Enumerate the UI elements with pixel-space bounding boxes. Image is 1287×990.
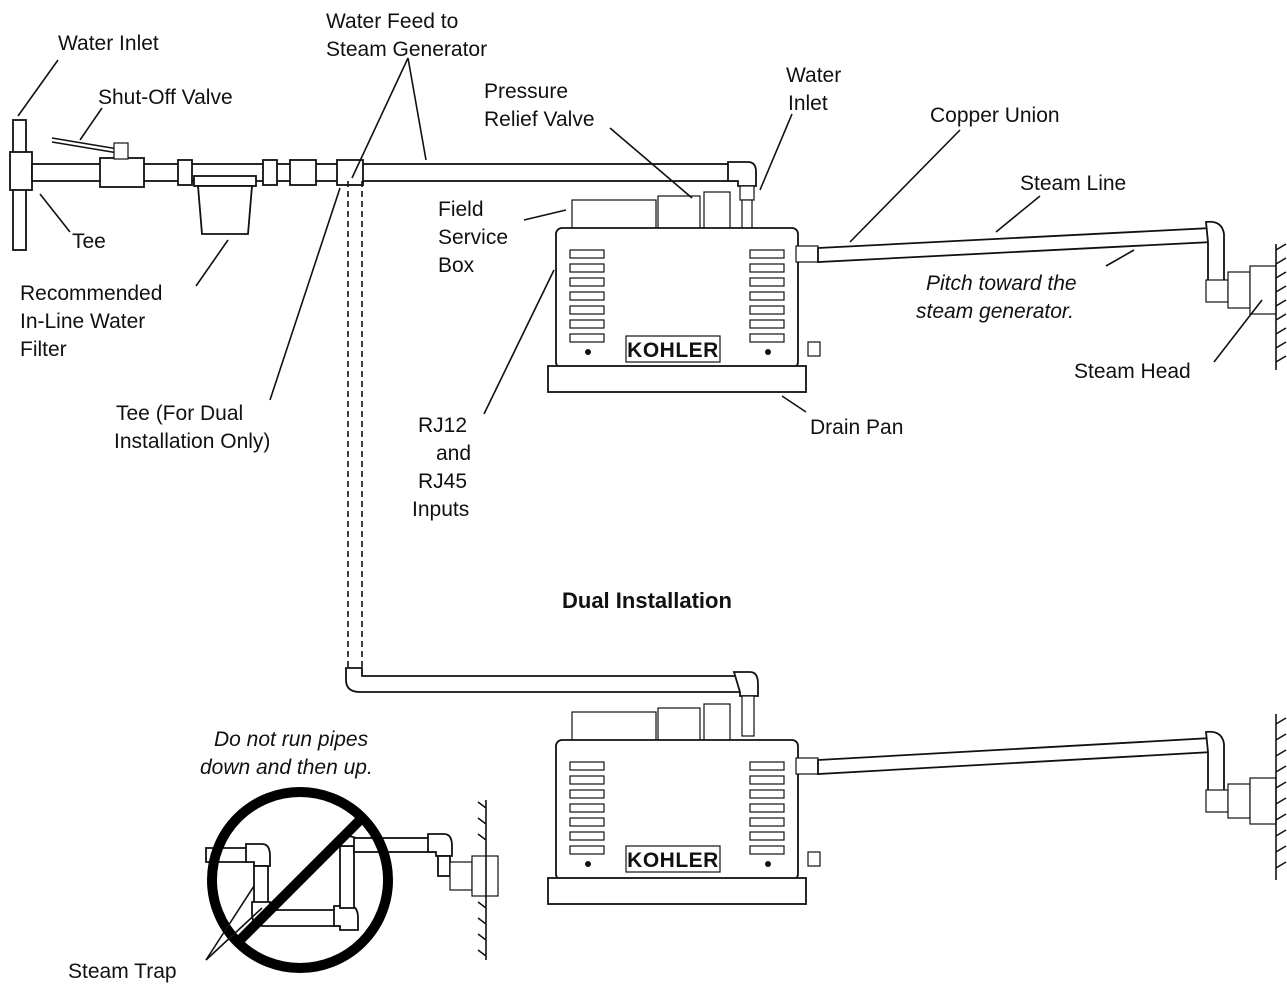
label-tee-left: Tee (72, 230, 106, 253)
water-inlet-riser (9, 119, 33, 251)
label-pitch-line2: steam generator. (916, 300, 1074, 323)
vents-right (749, 249, 785, 343)
label-shut-off-valve: Shut-Off Valve (98, 86, 233, 109)
vents-left (569, 249, 605, 343)
supply-pipe (31, 157, 743, 188)
label-steam-head: Steam Head (1074, 360, 1191, 383)
dual-feed-pipe (345, 667, 759, 737)
label-steam-trap: Steam Trap (68, 960, 177, 983)
steam-generator-bottom: KOHLER (547, 703, 821, 905)
label-water-inlet-right-line2: Inlet (788, 92, 828, 115)
label-do-not-line2: down and then up. (200, 756, 373, 779)
shut-off-valve (51, 137, 129, 160)
label-filter-line1: Recommended (20, 282, 162, 305)
label-water-feed-line1: Water Feed to (326, 10, 458, 33)
label-field-service-line2: Service (438, 226, 508, 249)
label-tee-dual-line2: Installation Only) (114, 430, 270, 453)
water-inlet-elbow (727, 161, 757, 231)
label-pressure-relief-line1: Pressure (484, 80, 568, 103)
label-dual-installation: Dual Installation (562, 588, 732, 613)
label-rj-line4: Inputs (412, 498, 469, 521)
steam-generator-top: KOHLER (547, 191, 821, 393)
label-do-not-line1: Do not run pipes (214, 728, 369, 751)
wall-bottom (1275, 714, 1287, 880)
label-rj-line1: RJ12 (418, 414, 467, 437)
prohibition-icon (207, 787, 393, 973)
label-tee-dual-line1: Tee (For Dual (116, 402, 243, 425)
steam-line-top (817, 220, 1277, 315)
leader-lines (17, 57, 1263, 961)
steam-line-bottom (817, 730, 1277, 825)
label-filter-line2: In-Line Water (20, 310, 145, 333)
label-field-service-line1: Field (438, 198, 484, 221)
label-rj-line2: and (436, 442, 471, 465)
vents-right-bottom (749, 761, 785, 855)
label-rj-line3: RJ45 (418, 470, 467, 493)
label-water-feed-line2: Steam Generator (326, 38, 487, 61)
label-copper-union: Copper Union (930, 104, 1060, 127)
dual-tee-dashed-line (347, 181, 363, 670)
kohler-logo-top: KOHLER (627, 339, 719, 362)
label-water-inlet-left: Water Inlet (58, 32, 159, 55)
label-steam-line: Steam Line (1020, 172, 1126, 195)
wall-top (1275, 243, 1287, 370)
label-field-service-line3: Box (438, 254, 475, 277)
label-pressure-relief-line2: Relief Valve (484, 108, 595, 131)
label-pitch-line1: Pitch toward the (926, 272, 1077, 295)
label-water-inlet-right-line1: Water (786, 64, 841, 87)
in-line-water-filter (193, 175, 257, 235)
label-filter-line3: Filter (20, 338, 67, 361)
kohler-logo-bottom: KOHLER (627, 849, 719, 872)
label-drain-pan: Drain Pan (810, 416, 903, 439)
vents-left-bottom (569, 761, 605, 855)
